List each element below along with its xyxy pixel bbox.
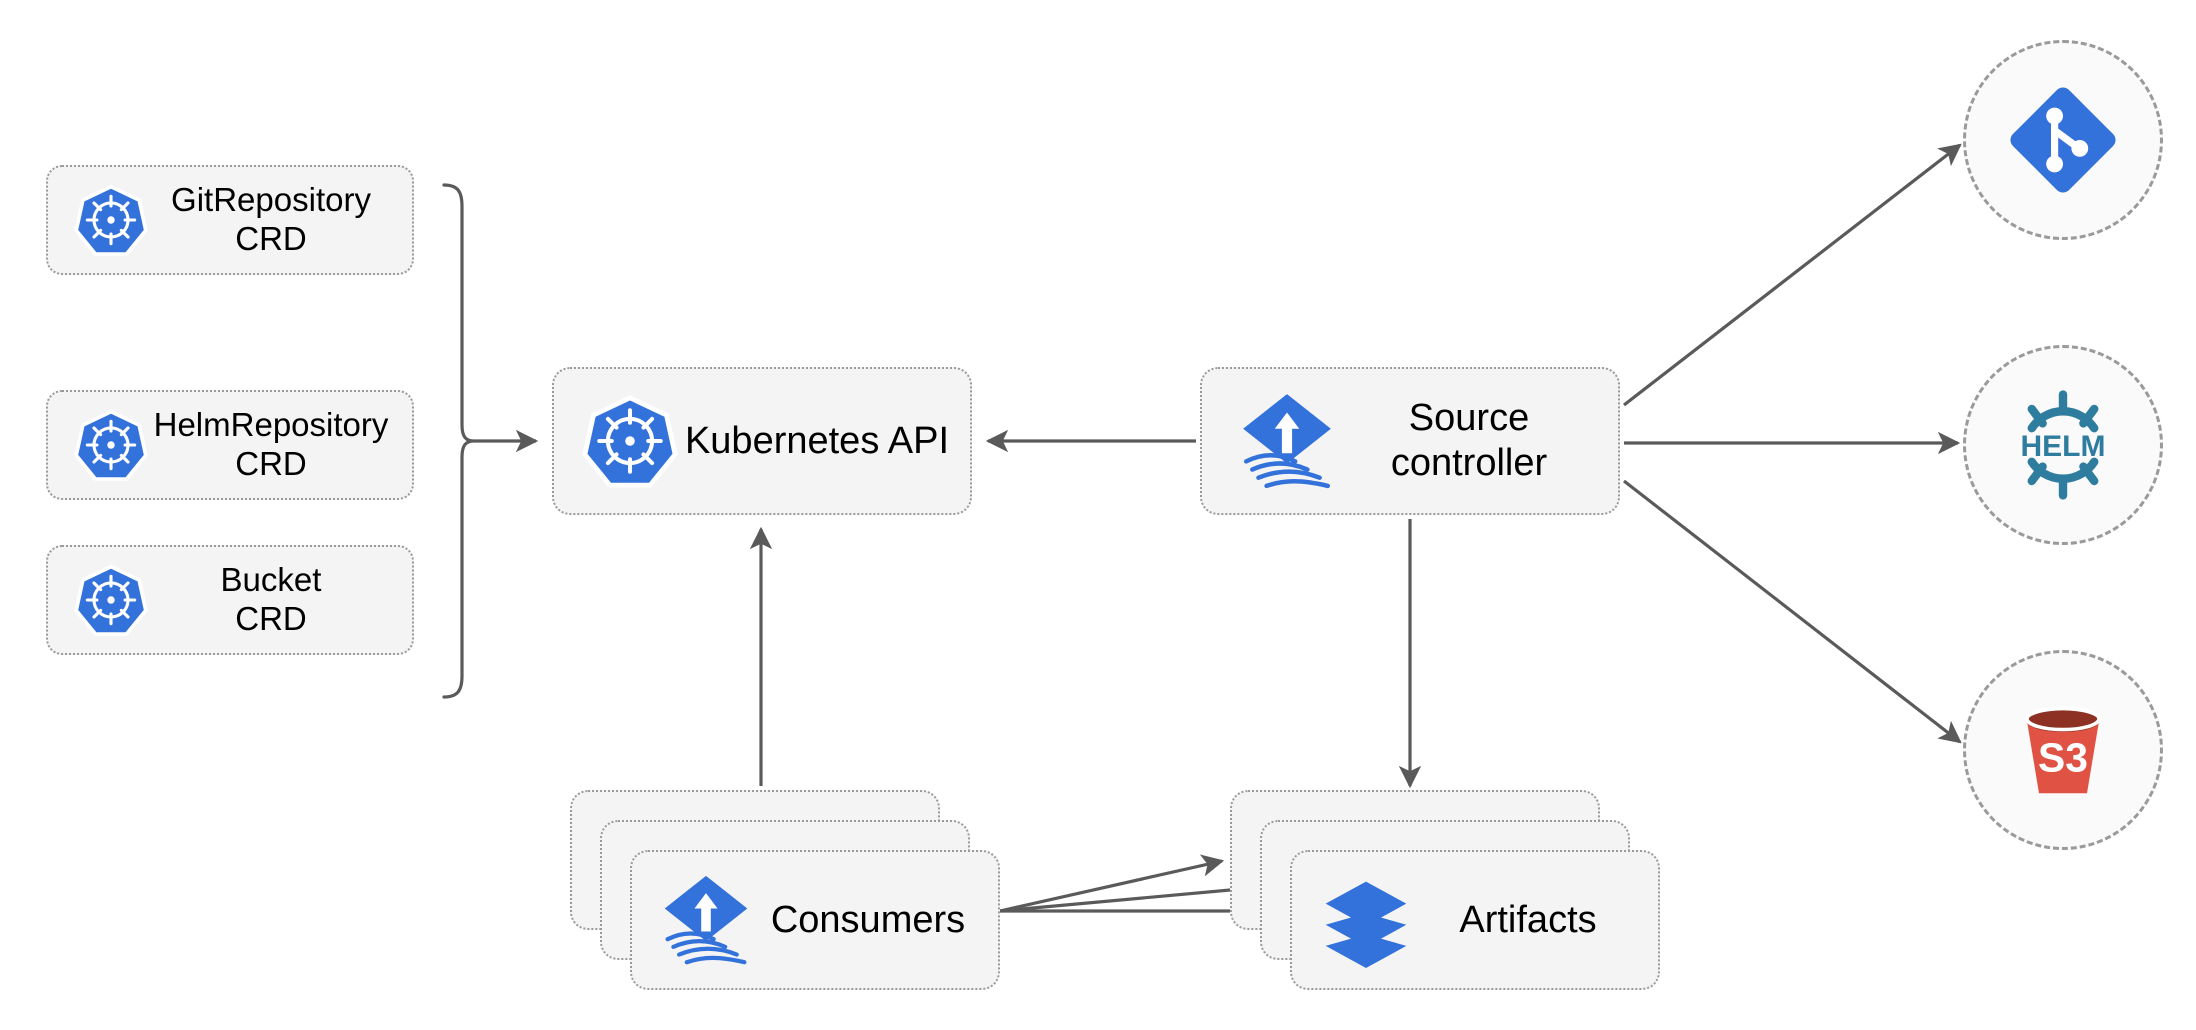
node-artifacts[interactable]: Artifacts [1230, 790, 1660, 990]
helm-icon: HELM [2003, 385, 2123, 505]
external-source-git[interactable] [1963, 40, 2163, 240]
node-label: Source controller [1390, 397, 1548, 484]
node-label: HelmRepository CRD [153, 406, 389, 482]
layers-icon [1318, 872, 1414, 968]
node-helmrepository-crd[interactable]: HelmRepository CRD [46, 390, 414, 500]
node-label: GitRepository CRD [171, 181, 371, 257]
node-kubernetes-api[interactable]: Kubernetes API [552, 367, 972, 515]
git-icon [2003, 80, 2123, 200]
edge-source-to-s3 [1623, 479, 1962, 744]
consumers-card-front[interactable]: Consumers [630, 850, 1000, 990]
kubernetes-icon [74, 183, 148, 257]
edge-source-to-git [1623, 143, 1962, 407]
artifacts-card-front[interactable]: Artifacts [1290, 850, 1660, 990]
kubernetes-icon [582, 393, 678, 489]
external-source-helm[interactable]: HELM [1963, 345, 2163, 545]
node-label: Artifacts [1459, 898, 1597, 941]
external-source-s3[interactable]: S3 [1963, 650, 2163, 850]
node-label: Bucket CRD [220, 561, 322, 637]
node-gitrepository-crd[interactable]: GitRepository CRD [46, 165, 414, 275]
flux-icon [658, 872, 754, 968]
node-label: Kubernetes API [684, 419, 950, 462]
node-consumers[interactable]: Consumers [570, 790, 1000, 990]
s3-bucket-icon: S3 [2003, 690, 2123, 810]
flux-icon [1236, 390, 1338, 492]
helm-wordmark: HELM [2021, 430, 2106, 463]
node-bucket-crd[interactable]: Bucket CRD [46, 545, 414, 655]
s3-wordmark: S3 [2038, 735, 2088, 781]
crd-group-bracket [442, 183, 539, 699]
kubernetes-icon [74, 563, 148, 637]
node-label: Consumers [770, 898, 966, 941]
kubernetes-icon [74, 408, 148, 482]
node-source-controller[interactable]: Source controller [1200, 367, 1620, 515]
